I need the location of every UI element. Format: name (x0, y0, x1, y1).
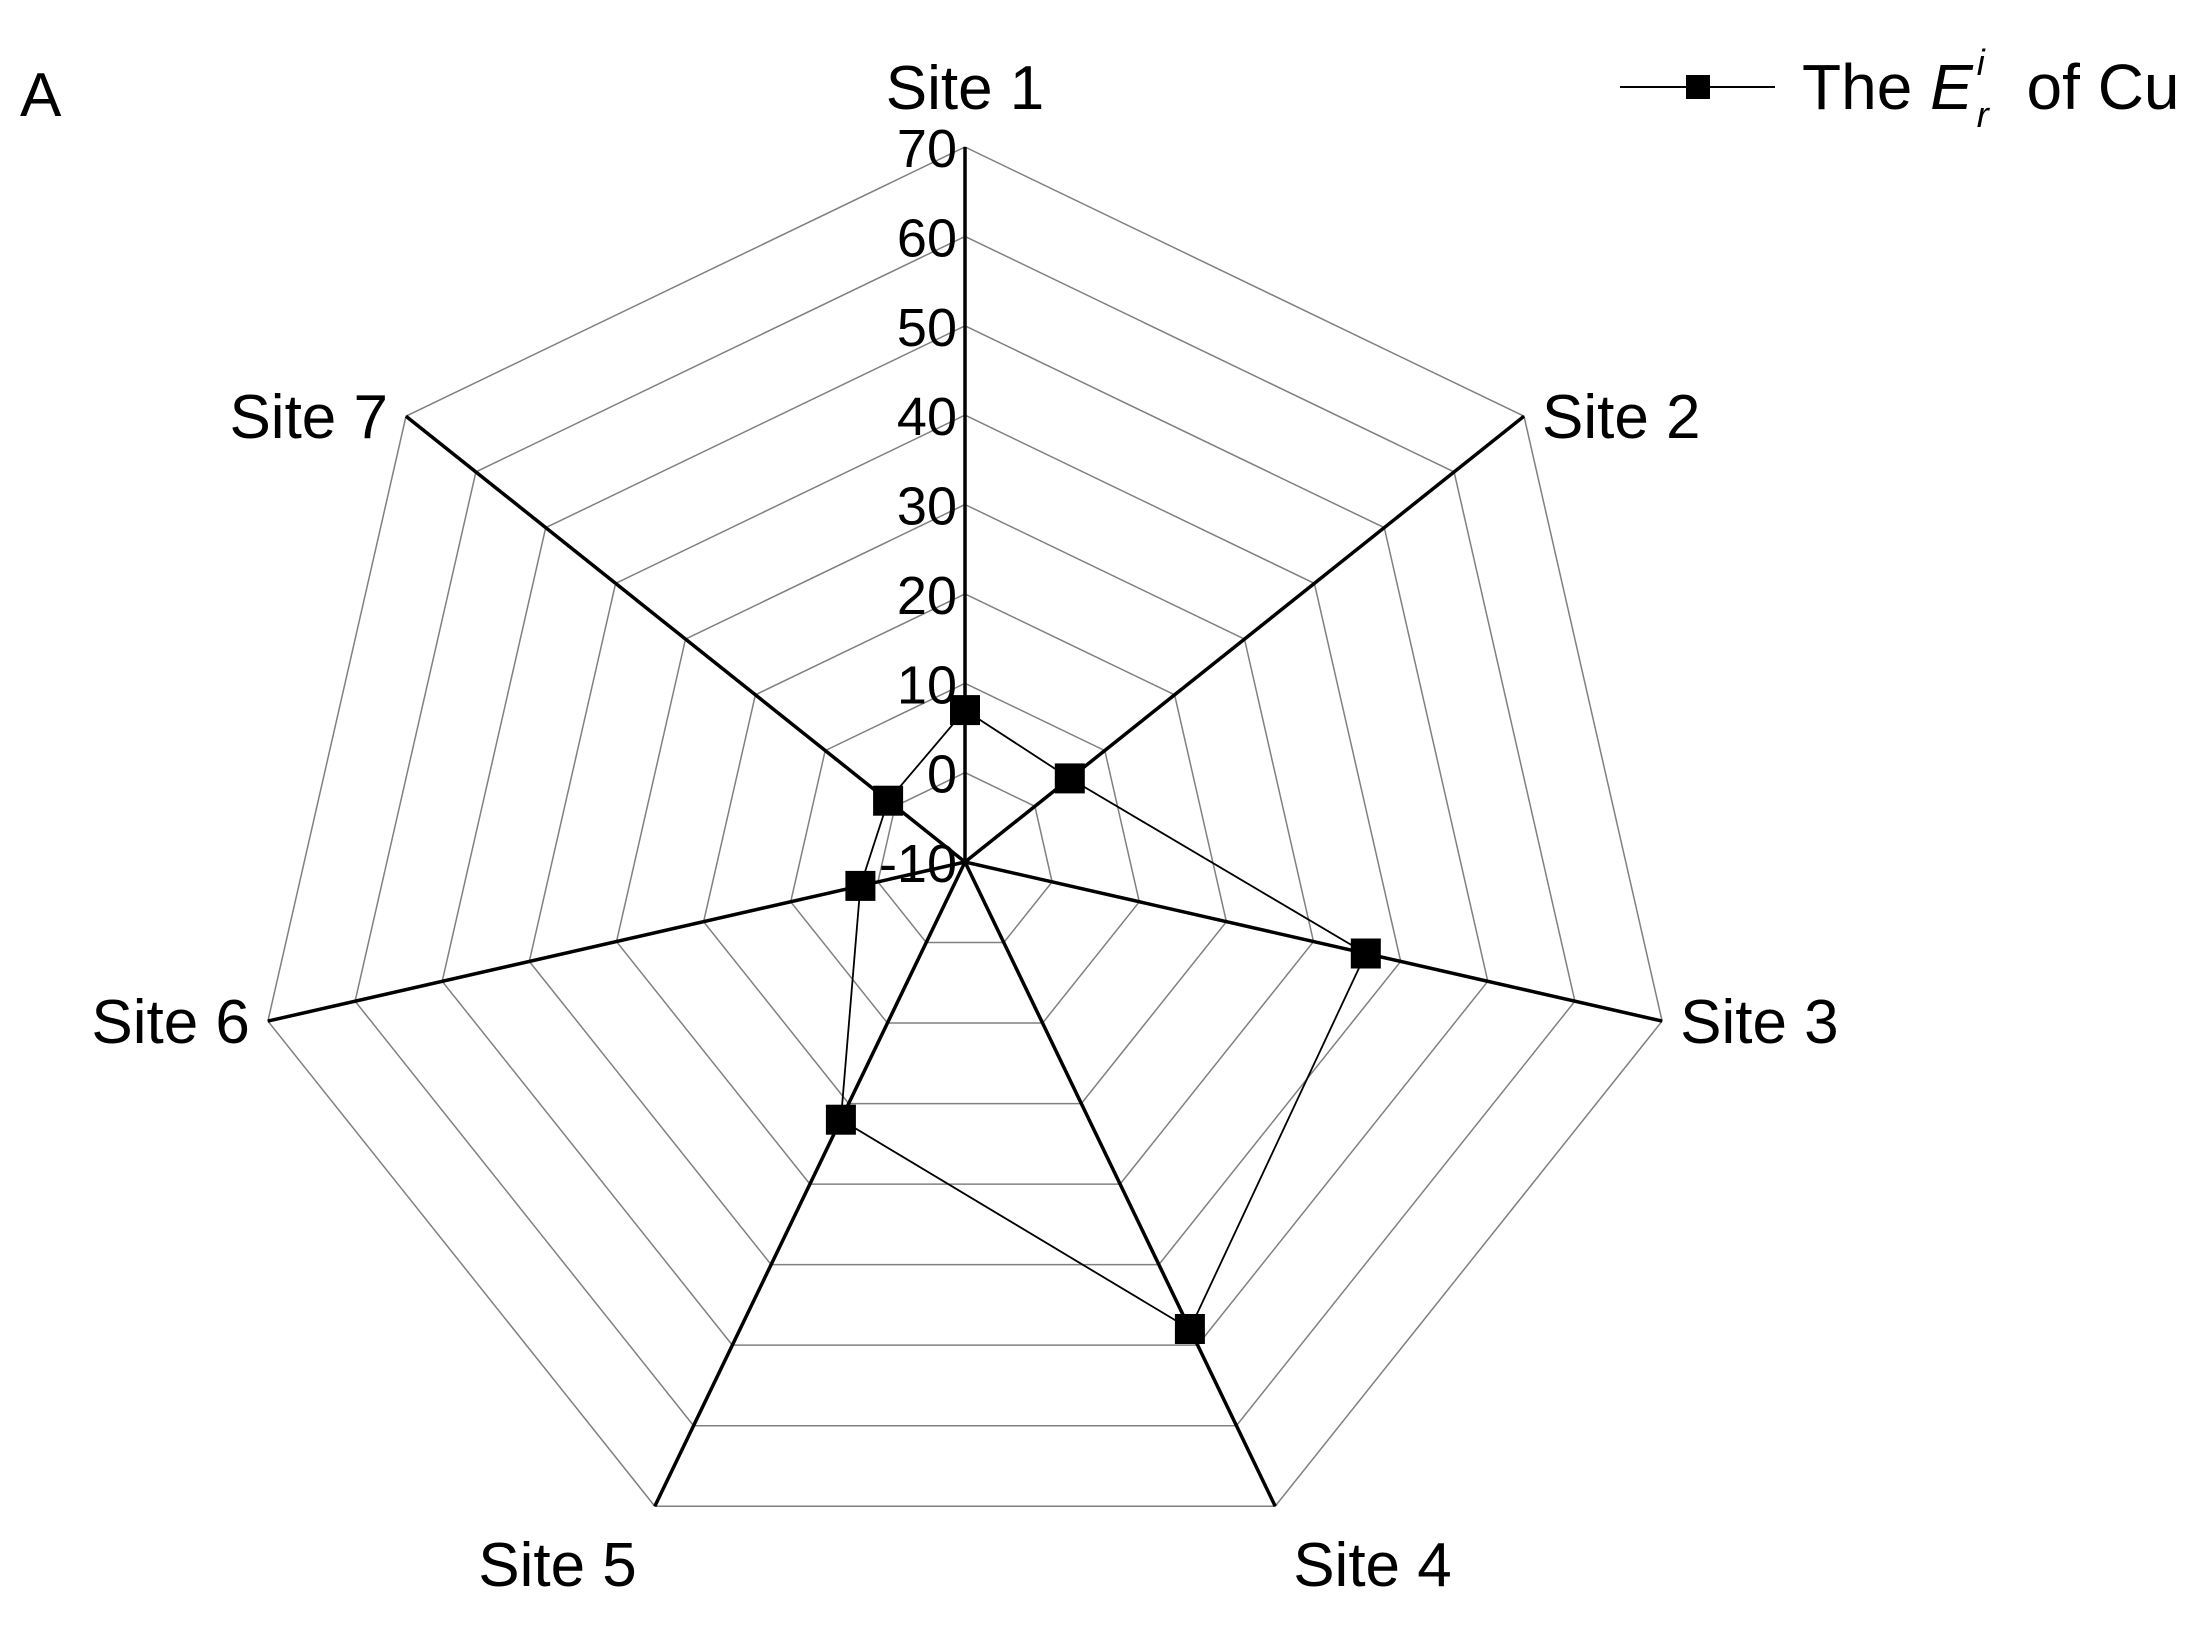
radar-grid (267, 146, 1663, 1507)
category-labels: Site 1 Site 2 Site 3 Site 4 Site 5 Site 6 Site… (91, 54, 1838, 1600)
panel-letter: A (20, 61, 62, 130)
axis-spoke-3 (964, 860, 1663, 1023)
radial-tick-label: 30 (897, 477, 957, 537)
grid-ring-40 (528, 414, 1402, 1266)
grid-ring-30 (615, 503, 1315, 1185)
category-label: Site 3 (1680, 988, 1839, 1057)
radial-tick-label: 50 (897, 298, 957, 358)
grid-ring-0 (877, 771, 1053, 944)
category-label: Site 5 (478, 1531, 637, 1600)
series-line (839, 708, 1367, 1331)
legend-marker-square (1686, 75, 1710, 99)
axis-spoke-4 (963, 861, 1277, 1507)
radial-tick-label: 20 (897, 566, 957, 626)
grid-ring-10 (789, 682, 1141, 1024)
data-series (825, 695, 1381, 1344)
data-point-site-2 (1054, 763, 1085, 794)
grid-ring-20 (702, 593, 1228, 1105)
grid-ring-70 (267, 146, 1663, 1507)
axis-spoke-5 (653, 861, 967, 1507)
data-point-site-6 (845, 870, 876, 901)
category-label: Site 4 (1293, 1531, 1452, 1600)
data-point-site-4 (1174, 1314, 1205, 1344)
radial-tick-label: 0 (927, 745, 957, 805)
grid-ring-60 (354, 235, 1576, 1427)
data-point-site-5 (825, 1104, 856, 1135)
radial-tick-label: 40 (897, 387, 957, 447)
legend-symbol-letter: E (1930, 51, 1973, 123)
axis-spoke-2 (963, 414, 1526, 864)
legend-subscript: r (1976, 94, 1989, 135)
radial-tick-label: 10 (897, 655, 957, 715)
legend-suffix: of Cu (2008, 51, 2180, 123)
radial-tick-label: 70 (897, 119, 957, 179)
data-point-site-7 (873, 785, 904, 816)
category-label: Site 2 (1542, 383, 1701, 452)
axis-spoke-7 (404, 414, 967, 864)
radial-tick-label: -10 (879, 834, 957, 894)
category-label: Site 7 (229, 383, 388, 452)
data-point-site-1 (950, 695, 980, 726)
legend-superscript: i (1976, 42, 1985, 83)
category-label: Site 6 (91, 988, 250, 1057)
category-label: Site 1 (886, 54, 1045, 123)
data-point-site-3 (1350, 938, 1381, 969)
legend-prefix: The (1802, 51, 1931, 123)
radial-tick-labels: -10 0 10 20 30 40 50 60 70 (879, 119, 957, 894)
radial-tick-label: 60 (897, 208, 957, 268)
grid-ring-50 (441, 324, 1489, 1346)
